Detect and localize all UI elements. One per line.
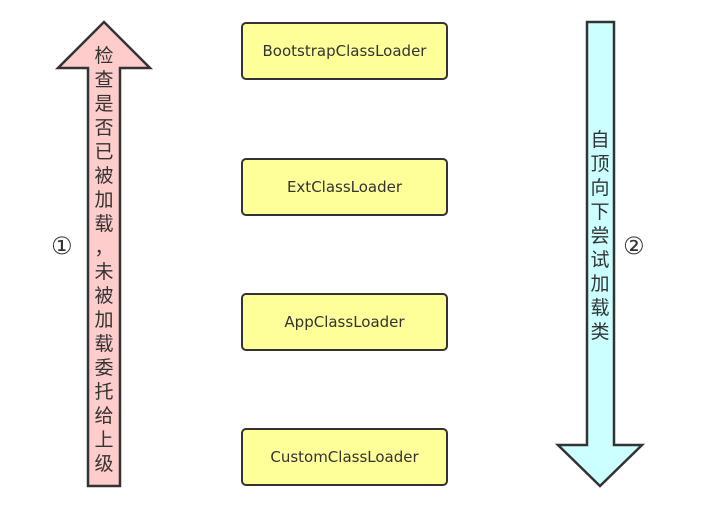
loader-box-bootstrap: BootstrapClassLoader [241,22,448,80]
step-one-label-char: 检 [94,45,114,67]
loader-box-app: AppClassLoader [241,293,448,351]
step-one-number: ① [51,232,73,260]
step-one-label: 检查是否已被加载，未被加载委托给上级 [92,44,116,476]
step-one-label-char: 加 [94,189,114,211]
step-one-label-char: ， [94,237,114,259]
step-one-label-char: 上 [94,429,114,451]
step-two-label-char: 类 [590,321,610,343]
step-two-label-char: 试 [590,249,610,271]
loader-label-custom: CustomClassLoader [270,448,419,466]
step-one-label-char: 载 [94,213,114,235]
loader-label-ext: ExtClassLoader [286,178,403,196]
loader-box-custom: CustomClassLoader [241,428,448,486]
down-arrow [554,20,646,488]
step-one-label-char: 委 [94,357,114,379]
step-two-label-char: 载 [590,297,610,319]
step-one-label-char: 级 [94,453,114,475]
step-two-label: 自顶向下尝试加载类 [588,128,612,344]
step-one-label-char: 托 [94,381,114,403]
step-one-label-char: 被 [94,285,114,307]
step-two-number: ② [623,232,645,260]
step-one-label-char: 已 [94,141,114,163]
up-arrow [54,20,154,488]
step-two-label-char: 向 [590,177,610,199]
step-one-label-char: 否 [94,117,114,139]
step-one-label-char: 查 [94,69,114,91]
step-one-label-char: 被 [94,165,114,187]
step-two-label-char: 下 [590,201,610,223]
step-one-label-char: 未 [94,261,114,283]
step-one-label-char: 载 [94,333,114,355]
step-one-label-char: 加 [94,309,114,331]
step-one-label-char: 给 [94,405,114,427]
loader-label-bootstrap: BootstrapClassLoader [262,42,427,60]
step-two-label-char: 加 [590,273,610,295]
loader-label-app: AppClassLoader [284,313,405,331]
step-two-label-char: 尝 [590,225,610,247]
step-two-label-char: 顶 [590,153,610,175]
step-one-label-char: 是 [94,93,114,115]
loader-box-ext: ExtClassLoader [241,158,448,216]
step-two-label-char: 自 [590,129,610,151]
